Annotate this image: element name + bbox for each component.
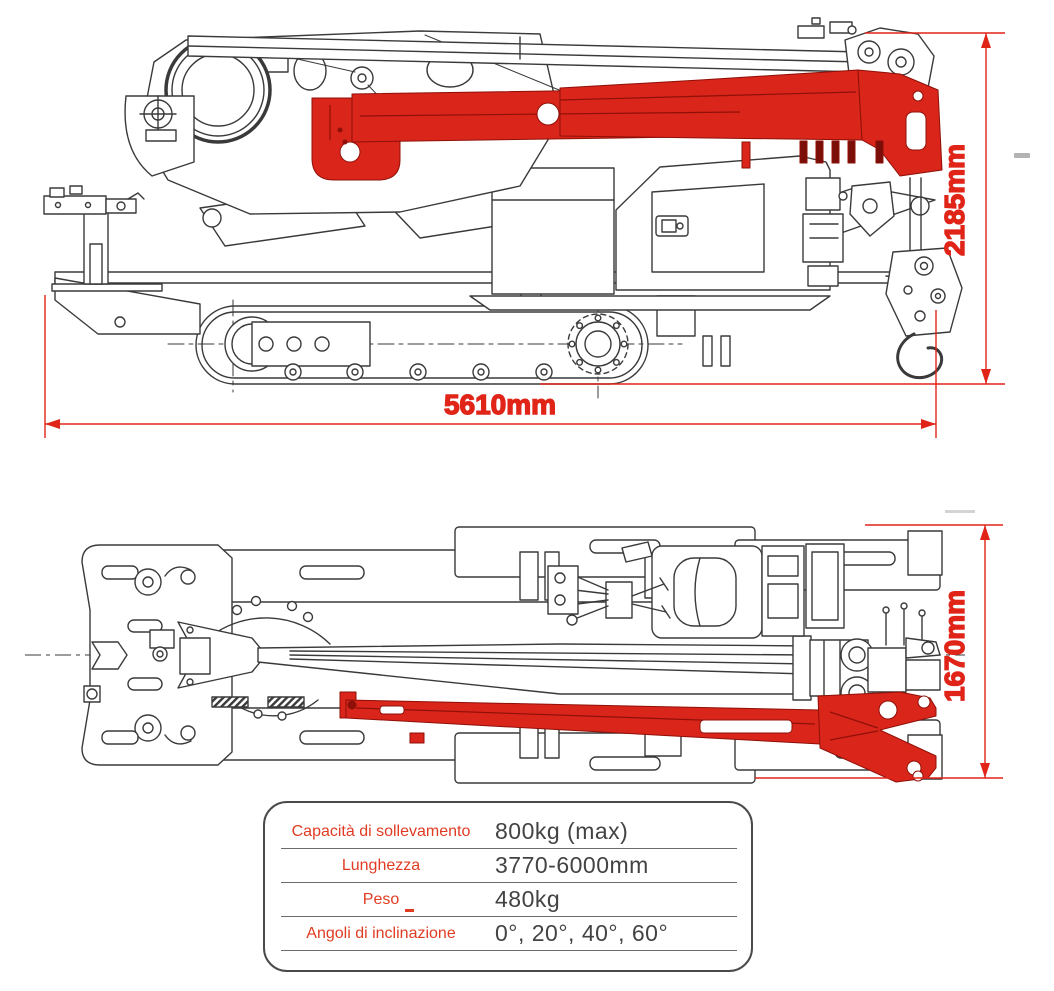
spec-label-capacity: Capacità di sollevamento (291, 822, 471, 840)
red-jib-plan (339, 691, 937, 783)
hook-block (849, 177, 963, 380)
track-sprocket (567, 313, 629, 375)
height-dimension-label: 2185mm (939, 144, 970, 256)
dimension-2185: 2185mm (540, 32, 1005, 385)
dimension-5610: 5610mm (44, 295, 937, 438)
dimension-1670: 1670mm (755, 524, 1003, 779)
track-rollers (284, 363, 553, 381)
engine-compartment (491, 155, 848, 295)
spec-value-length: 3770-6000mm (495, 852, 649, 878)
spec-table: Capacità di sollevamento 800kg (max) Lun… (263, 801, 753, 972)
length-dimension-label: 5610mm (444, 389, 556, 420)
operator-station (547, 541, 845, 639)
spec-row-capacity: Capacità di sollevamento 800kg (max) (281, 815, 737, 849)
red-jib-side (311, 69, 943, 181)
plan-main-boom (257, 602, 941, 710)
crawler-track (167, 295, 683, 399)
seat (673, 557, 737, 627)
slew-ring-and-boom-rest (149, 595, 331, 721)
spec-value-angles: 0°, 20°, 40°, 60° (495, 920, 669, 946)
spec-value-weight: 480kg (495, 886, 561, 912)
plan-view-drawing: 1670mm (25, 510, 1003, 784)
spec-value-capacity: 800kg (max) (495, 818, 629, 844)
spec-label-weight: Peso (362, 890, 400, 908)
spec-label-length: Lunghezza (341, 856, 421, 874)
side-view-drawing: 2185mm 5610mm (43, 17, 1030, 438)
spec-row-angles: Angoli di inclinazione 0°, 20°, 40°, 60° (281, 917, 737, 951)
hook-icon (896, 332, 944, 380)
jib-lock-tabs (799, 140, 884, 164)
stray-light-dash (945, 510, 975, 513)
spec-row-length: Lunghezza 3770-6000mm (281, 849, 737, 883)
stray-gray-dash (1014, 153, 1030, 158)
spec-row-weight: Peso 480kg (281, 883, 737, 917)
width-dimension-label: 1670mm (939, 590, 970, 702)
stray-red-mark (405, 909, 414, 912)
spec-label-angles: Angoli di inclinazione (306, 924, 456, 942)
left-outrigger-jack (43, 185, 163, 292)
